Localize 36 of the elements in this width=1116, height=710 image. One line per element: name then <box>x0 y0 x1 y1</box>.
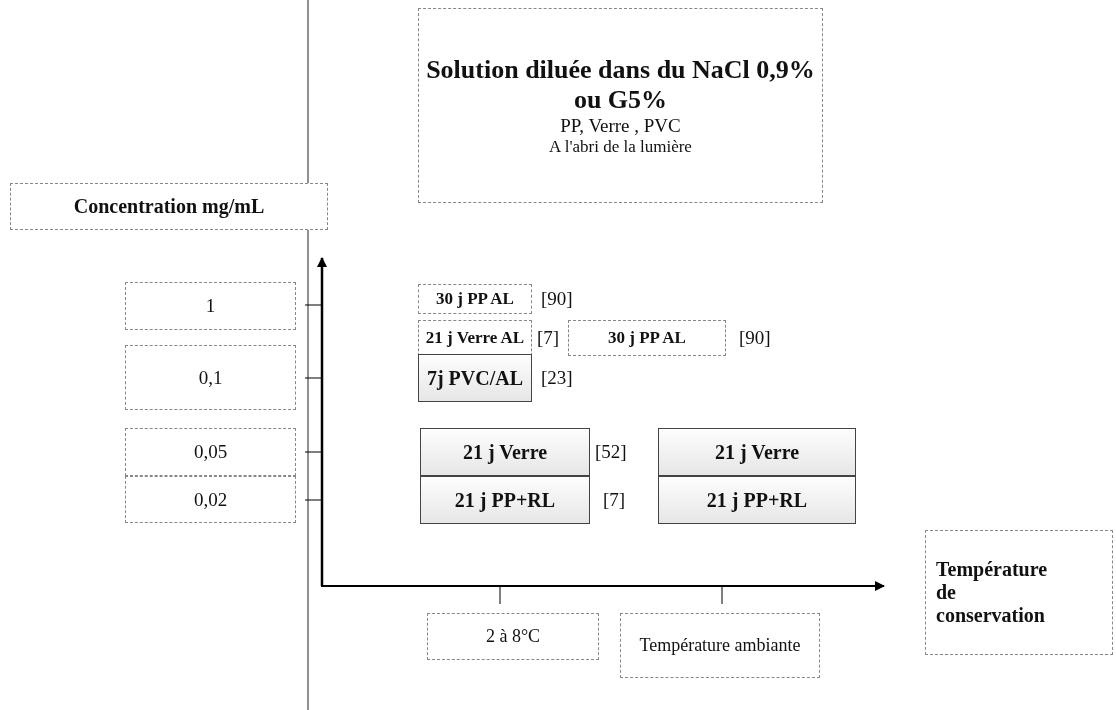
box-label: 1 <box>205 295 216 317</box>
info-box <box>418 8 823 203</box>
box-label: Solution diluée dans du NaCl 0,9% ou G5% <box>425 54 816 115</box>
box-label: 2 à 8°C <box>485 626 541 647</box>
reference-number: [52] <box>595 441 627 463</box>
box-label: 21 j Verre <box>714 440 800 464</box>
reference-number: [90] <box>739 327 771 349</box>
box-label: 30 j PP AL <box>436 289 514 309</box>
tick-label-box <box>427 613 599 660</box>
reference-number: [90] <box>541 288 573 310</box>
box-label: 0,02 <box>193 488 228 511</box>
reference-number: [7] <box>603 489 626 511</box>
stability-box <box>658 476 856 524</box>
tick-label-box <box>125 345 296 410</box>
tick-label-box <box>125 476 296 523</box>
stability-box <box>658 428 856 476</box>
box-label: 21 j PP+RL <box>454 488 556 512</box>
axis-title-box <box>10 183 328 230</box>
tick-label-box <box>125 282 296 330</box>
box-label: 7j PVC/AL <box>426 366 524 390</box>
tick-label-box <box>125 428 296 476</box>
box-label: Température ambiante <box>639 635 801 656</box>
box-label: Température de conservation <box>936 558 1049 627</box>
reference-number: [7] <box>537 327 560 349</box>
box-label: 30 j PP AL <box>608 328 686 348</box>
tick-label-box <box>620 613 820 678</box>
box-label: 0,05 <box>193 441 228 463</box>
box-label: Concentration mg/mL <box>73 195 265 218</box>
box-note: A l'abri de la lumière <box>549 136 692 157</box>
box-label: 21 j Verre <box>462 440 548 464</box>
box-label: 21 j Verre AL <box>425 328 525 348</box>
box-label: 21 j PP+RL <box>706 488 808 512</box>
box-label: 0,1 <box>198 366 223 389</box>
axis-title-box <box>925 530 1113 655</box>
reference-number: [23] <box>541 367 573 389</box>
box-note: PP, Verre , PVC <box>560 114 681 137</box>
